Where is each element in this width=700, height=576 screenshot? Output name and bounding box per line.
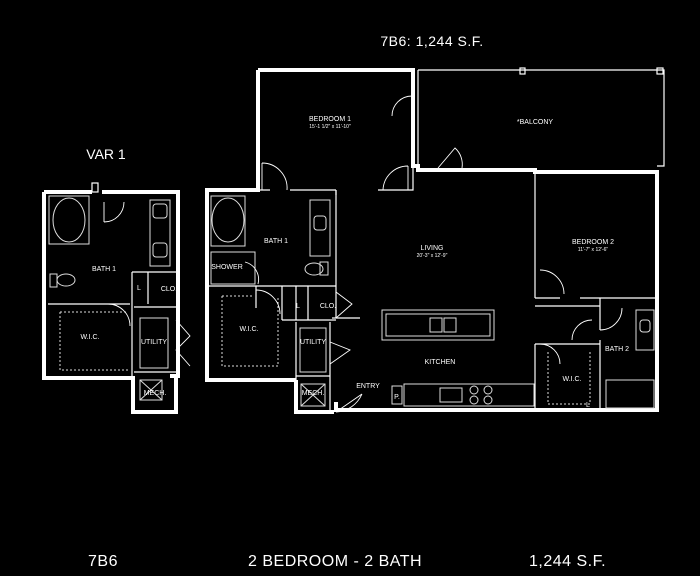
pantry-label: P. [394,394,400,401]
utility-label: UTILITY [300,339,326,346]
bedroom1-dims: 15'-1 1/2" x 11'-10" [309,124,351,130]
variant-label: VAR 1 [86,146,126,162]
wic-label: W.I.C. [239,326,258,333]
footer-bed-bath: 2 BEDROOM - 2 BATH [248,553,423,570]
main-plan: L CLO. [205,67,665,414]
closet-label: CLO. [320,303,336,310]
bath1-label: BATH 1 [264,238,288,245]
bedroom2-dims: 11'-7" x 12'-6" [578,247,609,253]
var-mech-label: MECH. [144,390,167,397]
linen-label: L [296,303,300,310]
living-dims: 20'-3" x 12'-9" [417,253,448,259]
var-linen-label: L [137,285,141,292]
unit-area-heading: 7B6: 1,244 S.F. [380,33,483,49]
shower-label: SHOWER [211,264,243,271]
balcony-label: *BALCONY [517,119,554,126]
variant-plan: BATH 1 L CLO. W.I.C. UTILITY MECH. [42,182,191,414]
bath2-label: BATH 2 [605,346,629,353]
var-wic-label: W.I.C. [80,334,99,341]
entry-label: ENTRY [356,383,380,390]
wic2-label: W.I.C. [562,376,581,383]
living-label: LIVING [421,245,444,252]
linen2-label: L [586,402,590,409]
footer-area: 1,244 S.F. [529,553,607,570]
kitchen-label: KITCHEN [425,359,456,366]
var-closet-label: CLO. [161,286,177,293]
bedroom2-label: BEDROOM 2 [572,239,614,246]
var-bath1-label: BATH 1 [92,266,116,273]
mech-label: MECH. [302,390,325,397]
footer-plan-code: 7B6 [88,553,118,570]
var-utility-label: UTILITY [141,339,167,346]
bedroom1-label: BEDROOM 1 [309,116,351,123]
